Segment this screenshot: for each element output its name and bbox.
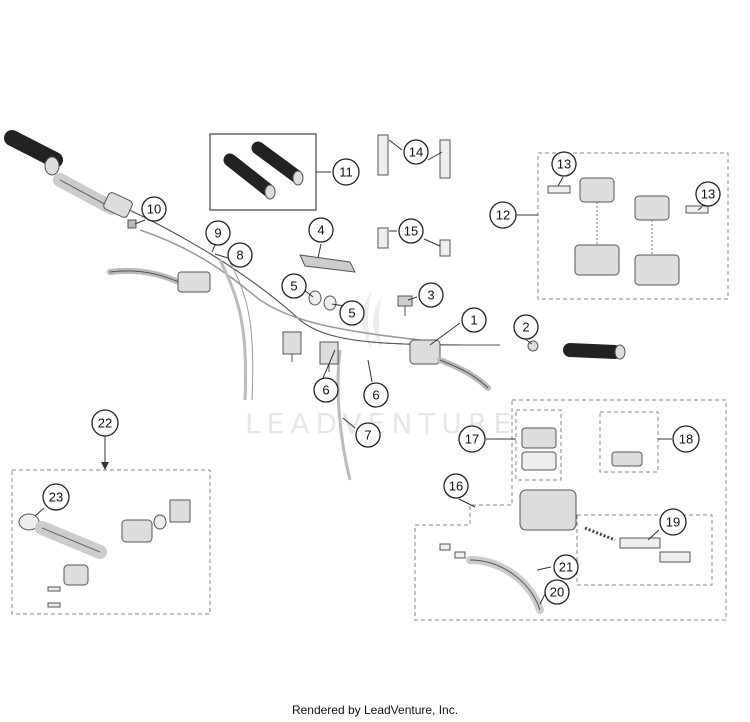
callout-19: 19: [659, 508, 687, 536]
handlebar-clamps: [282, 331, 339, 372]
clutch-lever: [107, 267, 211, 293]
callout-21: 21: [553, 554, 579, 580]
svg-text:7: 7: [364, 428, 371, 443]
callout-6-a: 6: [313, 377, 339, 403]
svg-text:3: 3: [427, 288, 434, 303]
svg-text:9: 9: [214, 226, 221, 241]
svg-text:18: 18: [679, 432, 693, 447]
svg-text:20: 20: [550, 585, 564, 600]
throttle-kit-box: [11, 469, 211, 615]
callout-3: 3: [418, 282, 444, 308]
clamp-set: [547, 177, 709, 286]
svg-text:10: 10: [147, 202, 161, 217]
throttle-kit: [18, 499, 191, 608]
callout-1: 1: [461, 307, 487, 333]
rubber-rings: [308, 290, 337, 311]
callout-10: 10: [141, 196, 167, 222]
brake-assembly: [409, 339, 491, 391]
callout-16: 16: [443, 473, 469, 499]
callout-5-b: 5: [339, 300, 365, 326]
footer-credit: Rendered by LeadVenture, Inc.: [291, 703, 459, 717]
callout-5-a: 5: [281, 273, 307, 299]
svg-text:17: 17: [465, 432, 479, 447]
callout-18: 18: [672, 425, 700, 453]
svg-text:16: 16: [449, 479, 463, 494]
right-grip: [527, 340, 626, 360]
svg-text:19: 19: [666, 515, 680, 530]
callout-4: 4: [308, 217, 334, 243]
clamp-set-box: [537, 152, 729, 300]
callout-8: 8: [227, 242, 253, 268]
grip-set: [223, 141, 304, 200]
callout-11: 11: [332, 158, 360, 186]
callout-22: 22: [91, 409, 119, 437]
brake-kit: [439, 409, 713, 614]
callout-9: 9: [205, 220, 231, 246]
callout-7: 7: [355, 422, 381, 448]
svg-text:5: 5: [348, 306, 355, 321]
callout-14: 14: [403, 139, 429, 165]
throttle-housing: [103, 192, 137, 229]
svg-text:14: 14: [409, 145, 423, 160]
callout-2: 2: [513, 314, 539, 340]
svg-text:4: 4: [317, 223, 324, 238]
svg-text:11: 11: [339, 165, 353, 180]
svg-text:1: 1: [470, 313, 477, 328]
svg-text:21: 21: [559, 560, 573, 575]
svg-text:13: 13: [701, 187, 715, 202]
handlebar: [59, 179, 501, 346]
callout-17: 17: [458, 425, 486, 453]
svg-text:13: 13: [557, 157, 571, 172]
brake-kit-box: [414, 399, 727, 621]
svg-text:6: 6: [372, 388, 379, 403]
throttle-cables: [218, 259, 352, 481]
svg-text:22: 22: [98, 416, 112, 431]
callout-15: 15: [398, 218, 424, 244]
svg-text:5: 5: [290, 279, 297, 294]
svg-text:8: 8: [236, 248, 243, 263]
callout-13-a: 13: [551, 151, 577, 177]
callout-23: 23: [42, 483, 70, 511]
handlebar-pad: [299, 254, 356, 273]
left-grip: [4, 130, 119, 215]
callout-20: 20: [544, 579, 570, 605]
bolts-14: [377, 134, 451, 179]
switch: [397, 295, 413, 316]
callout-6-b: 6: [363, 382, 389, 408]
svg-text:23: 23: [49, 490, 63, 505]
svg-text:12: 12: [496, 208, 510, 223]
bolts-15: [377, 227, 451, 257]
callout-12: 12: [489, 201, 517, 229]
svg-text:2: 2: [522, 320, 529, 335]
svg-text:15: 15: [404, 224, 418, 239]
callout-13-b: 13: [695, 181, 721, 207]
svg-text:6: 6: [322, 383, 329, 398]
